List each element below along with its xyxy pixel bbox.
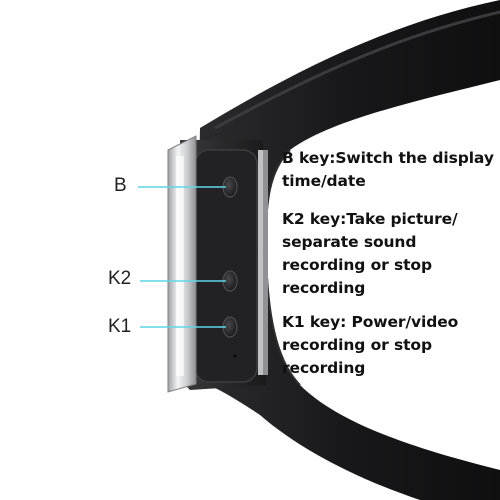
b-key-description: B key:Switch the display time/date bbox=[282, 149, 494, 190]
band-highlight bbox=[214, 10, 500, 130]
microphone-hole bbox=[233, 354, 237, 358]
k1-key-description: K1 key: Power/video recording or stop re… bbox=[282, 313, 459, 377]
b-label: B bbox=[114, 175, 127, 196]
watch-rim-strip-shadow bbox=[263, 150, 268, 375]
wrist-band bbox=[195, 0, 500, 500]
chrome-bezel-highlight bbox=[176, 156, 184, 376]
k1-label: K1 bbox=[108, 316, 132, 337]
k2-key-description: K2 key:Take picture/ separate sound reco… bbox=[282, 210, 458, 297]
k2-label: K2 bbox=[108, 268, 132, 289]
